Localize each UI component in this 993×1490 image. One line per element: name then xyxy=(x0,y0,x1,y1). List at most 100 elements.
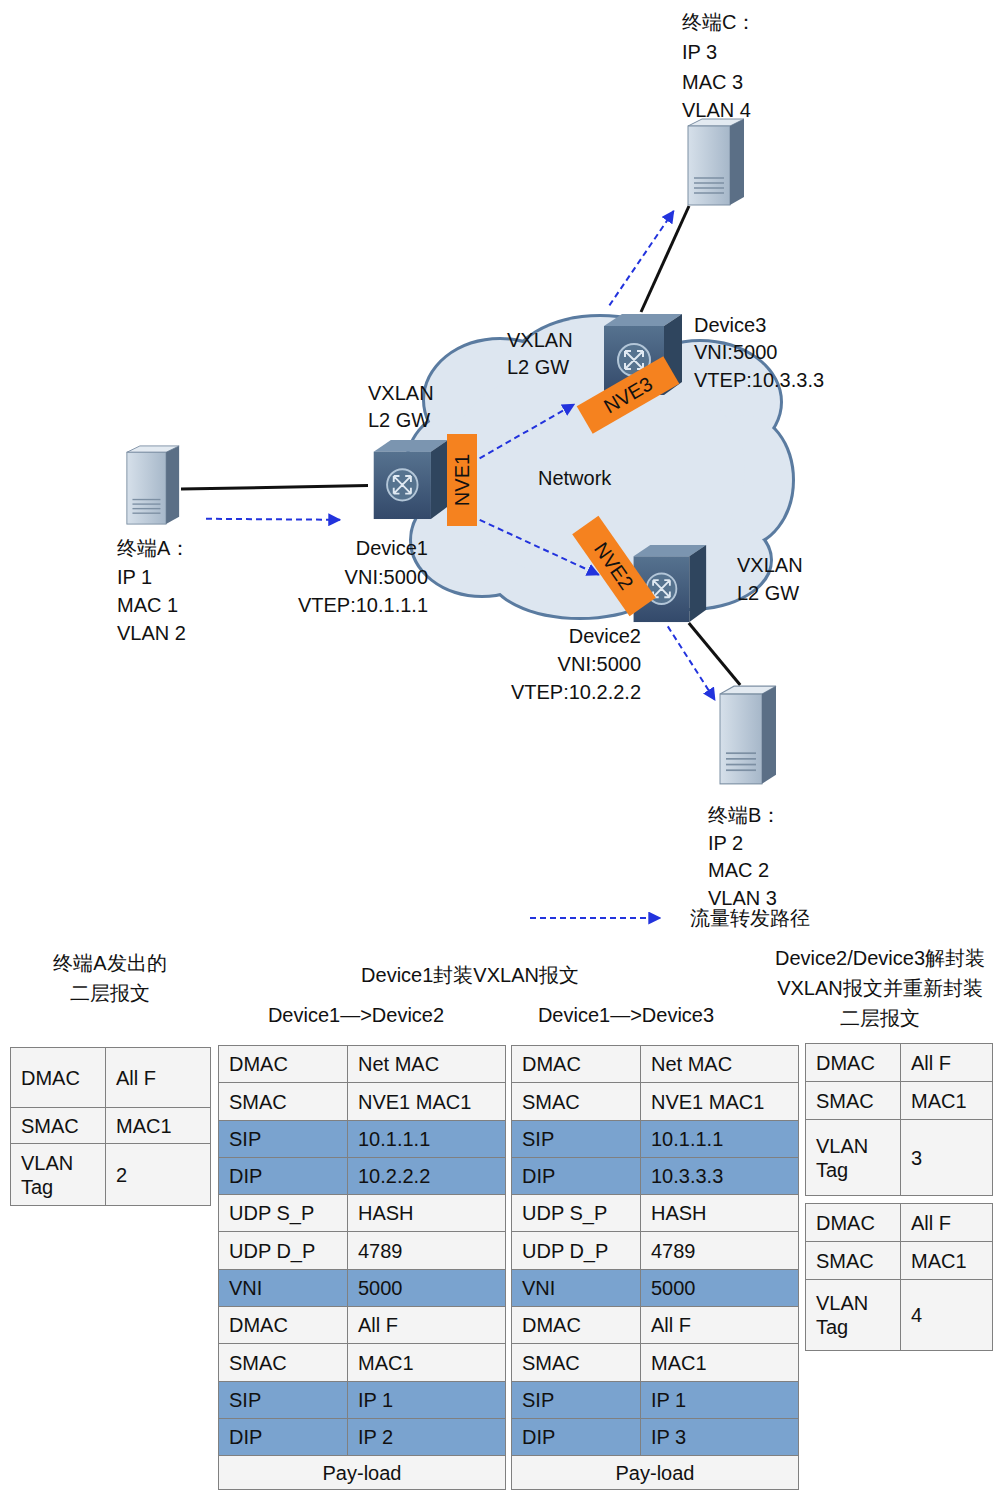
gateway-node: VXLANL2 GWDevice1VNI:5000VTEP:10.1.1.1 xyxy=(368,438,450,520)
table-cell-text: DMAC xyxy=(816,1051,875,1075)
table-cell-text: NVE1 MAC1 xyxy=(651,1090,764,1114)
table-title: Device1—>Device3 xyxy=(538,1000,714,1030)
table-cell: 4789 xyxy=(640,1231,799,1270)
drawing-part xyxy=(726,752,756,754)
nve-label: NVE2 xyxy=(589,538,639,595)
table-cell-text: MAC1 xyxy=(116,1114,172,1138)
table-title: 终端A发出的 二层报文 xyxy=(53,948,166,1008)
table-cell: IP 1 xyxy=(640,1381,799,1419)
node-text: MAC 2 xyxy=(708,858,769,882)
table-cell: MAC1 xyxy=(105,1107,211,1144)
node-text: VLAN 4 xyxy=(682,98,751,122)
table-cell-text: All F xyxy=(911,1211,951,1235)
table-cell: DIP xyxy=(511,1157,641,1195)
table-cell: 2 xyxy=(105,1143,211,1206)
drawing-part xyxy=(127,452,166,524)
table-cell: IP 1 xyxy=(347,1381,506,1419)
drawing-part xyxy=(726,758,756,760)
table-cell: UDP D_P xyxy=(218,1231,348,1270)
traffic-path-arrow xyxy=(480,404,574,458)
node-text: IP 3 xyxy=(682,40,717,64)
table-cell: MAC1 xyxy=(900,1081,993,1120)
node-text: VTEP:10.2.2.2 xyxy=(511,680,641,704)
table-cell: SMAC xyxy=(805,1081,901,1120)
node-text: Device2 xyxy=(569,624,641,648)
table-cell: IP 3 xyxy=(640,1418,799,1456)
table-cell: All F xyxy=(640,1306,799,1344)
table-cell-text: SIP xyxy=(229,1127,261,1151)
table-cell-text: DIP xyxy=(229,1425,262,1449)
node-text: L2 GW xyxy=(507,355,569,379)
node-text: 终端A： xyxy=(117,536,190,560)
drawing-part xyxy=(387,469,418,500)
table-cell-text: DMAC xyxy=(522,1313,581,1337)
node-text: VLAN 3 xyxy=(708,886,777,910)
table-cell: SMAC xyxy=(511,1082,641,1121)
table-cell: 10.1.1.1 xyxy=(347,1120,506,1158)
table-cell-text: SMAC xyxy=(229,1351,287,1375)
table-title: Device1—>Device2 xyxy=(268,1000,444,1030)
nve-box: NVE1 xyxy=(447,434,477,526)
table-cell-text: IP 1 xyxy=(651,1388,686,1412)
table-cell: 10.2.2.2 xyxy=(347,1157,506,1195)
table-cell: MAC1 xyxy=(347,1343,506,1382)
node-text: IP 2 xyxy=(708,831,743,855)
table-cell: VLAN Tag xyxy=(10,1143,106,1206)
node-text: 终端B： xyxy=(708,803,781,827)
table-cell-text: SIP xyxy=(229,1388,261,1412)
drawing-part xyxy=(625,351,643,369)
table-cell-text: All F xyxy=(358,1313,398,1337)
table-cell-text: Pay-load xyxy=(323,1461,402,1485)
table-cell: Pay-load xyxy=(218,1455,506,1490)
table-cell: 5000 xyxy=(347,1269,506,1307)
node-text: MAC 1 xyxy=(117,593,178,617)
table-cell: 10.3.3.3 xyxy=(640,1157,799,1195)
drawing-part xyxy=(132,503,160,504)
traffic-path-arrow xyxy=(206,519,340,520)
table-cell-text: DMAC xyxy=(229,1052,288,1076)
node-text: VXLAN xyxy=(507,328,573,352)
table-cell: SMAC xyxy=(218,1082,348,1121)
drawing-part xyxy=(431,440,448,519)
table-cell: DMAC xyxy=(805,1043,901,1082)
server-icon xyxy=(125,445,181,525)
table-cell: 10.1.1.1 xyxy=(640,1120,799,1158)
table-cell-text: VLAN Tag xyxy=(816,1134,868,1182)
table-cell: Pay-load xyxy=(511,1455,799,1490)
table-cell: SIP xyxy=(218,1381,348,1419)
table-cell-text: VLAN Tag xyxy=(816,1291,868,1339)
table-cell-text: 10.1.1.1 xyxy=(358,1127,430,1151)
drawing-part xyxy=(689,545,706,622)
table-cell-text: 5000 xyxy=(651,1276,696,1300)
node-text: VXLAN xyxy=(737,553,803,577)
table-cell: 5000 xyxy=(640,1269,799,1307)
node-text: L2 GW xyxy=(368,408,430,432)
node-text: Device1 xyxy=(356,536,428,560)
node-text: VNI:5000 xyxy=(345,565,428,589)
cloud-fill xyxy=(407,317,792,617)
terminal-node: 终端B：IP 2MAC 2VLAN 3 xyxy=(718,685,778,785)
table-cell-text: 10.1.1.1 xyxy=(651,1127,723,1151)
table-cell-text: UDP S_P xyxy=(522,1201,607,1225)
table-cell-text: DIP xyxy=(522,1164,555,1188)
table-cell-text: 4789 xyxy=(651,1239,696,1263)
table-cell-text: DMAC xyxy=(21,1066,80,1090)
drawing-part xyxy=(726,764,756,766)
table-cell-text: SIP xyxy=(522,1388,554,1412)
table-cell-text: 10.2.2.2 xyxy=(358,1164,430,1188)
table-cell-text: DMAC xyxy=(522,1052,581,1076)
table-cell: DIP xyxy=(218,1157,348,1195)
table-cell-text: All F xyxy=(116,1066,156,1090)
table-cell: DMAC xyxy=(218,1045,348,1083)
terminal-node: 终端C：IP 3MAC 3VLAN 4 xyxy=(686,118,746,206)
terminal-node: 终端A：IP 1MAC 1VLAN 2 xyxy=(125,445,181,525)
table-cell: HASH xyxy=(640,1194,799,1232)
table-cell: DIP xyxy=(218,1418,348,1456)
table-cell: SIP xyxy=(511,1381,641,1419)
table-cell: MAC1 xyxy=(900,1241,993,1280)
table-cell: All F xyxy=(900,1203,993,1242)
table-cell-text: UDP S_P xyxy=(229,1201,314,1225)
table-cell: DMAC xyxy=(218,1306,348,1344)
table-cell-text: NVE1 MAC1 xyxy=(358,1090,471,1114)
